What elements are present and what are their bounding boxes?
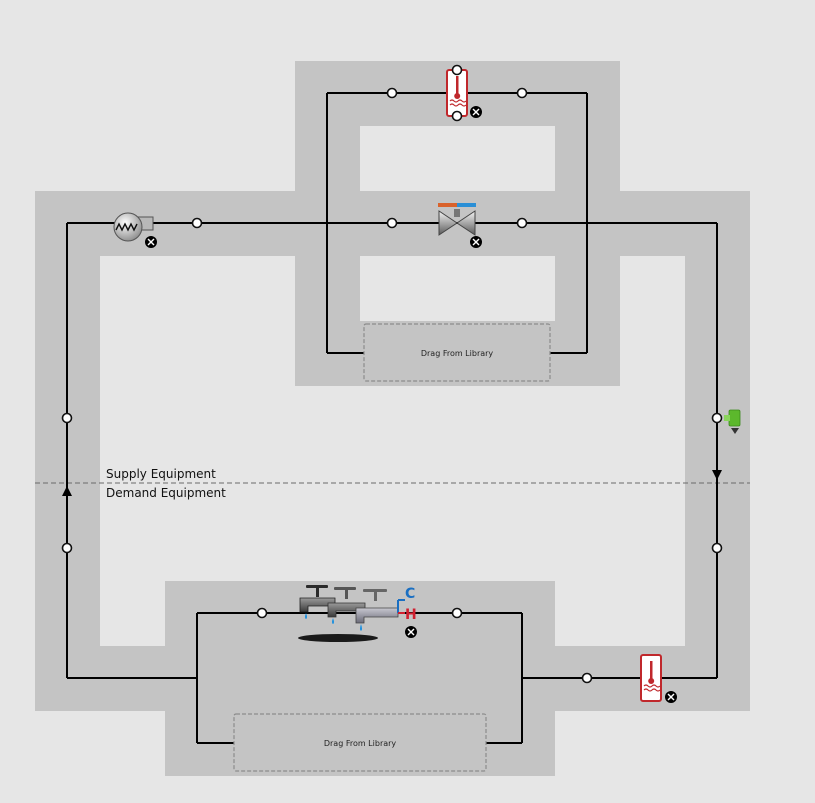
demand-drop-zone[interactable]: Drag From Library (233, 713, 487, 772)
node[interactable] (451, 607, 463, 619)
node[interactable] (61, 412, 73, 424)
pipes (66, 92, 718, 744)
water-heater-icon (640, 654, 662, 702)
cold-water-label: C (405, 586, 415, 602)
node[interactable] (61, 542, 73, 554)
node[interactable] (711, 542, 723, 554)
hot-water-label: H (405, 607, 417, 623)
pump-icon (113, 212, 154, 242)
node[interactable] (451, 110, 463, 122)
node[interactable] (516, 217, 528, 229)
delete-tempering-valve[interactable] (470, 236, 482, 248)
node[interactable] (386, 87, 398, 99)
tempering-valve[interactable] (438, 203, 476, 236)
supply-drop-zone[interactable]: Drag From Library (363, 323, 551, 382)
water-use-connections[interactable]: C H (298, 585, 417, 642)
nodes (61, 87, 723, 684)
delete-water-heater-demand[interactable] (665, 691, 677, 703)
node[interactable] (451, 64, 463, 76)
node[interactable] (711, 412, 723, 424)
water-heater-icon (446, 69, 468, 117)
tempering-valve-icon (438, 203, 476, 236)
demand-equipment-label: Demand Equipment (106, 486, 226, 500)
node[interactable] (386, 217, 398, 229)
node[interactable] (516, 87, 528, 99)
water-heater-supply[interactable] (446, 64, 468, 122)
flow-arrow-down-icon (712, 470, 722, 480)
flow-arrow-up-icon (62, 486, 72, 496)
delete-pump[interactable] (145, 236, 157, 248)
delete-water-heater-supply[interactable] (470, 106, 482, 118)
node[interactable] (191, 217, 203, 229)
setpoint-manager-icon (724, 409, 741, 434)
node[interactable] (581, 672, 593, 684)
pump[interactable] (113, 212, 154, 242)
setpoint-manager[interactable] (724, 409, 741, 434)
node[interactable] (256, 607, 268, 619)
faucet-icon (298, 585, 399, 642)
water-heater-demand[interactable] (640, 654, 662, 702)
delete-water-use-connections[interactable] (405, 626, 417, 638)
demand-drop-zone-label: Drag From Library (324, 739, 397, 748)
supply-drop-zone-label: Drag From Library (421, 349, 494, 358)
supply-equipment-label: Supply Equipment (106, 467, 216, 481)
